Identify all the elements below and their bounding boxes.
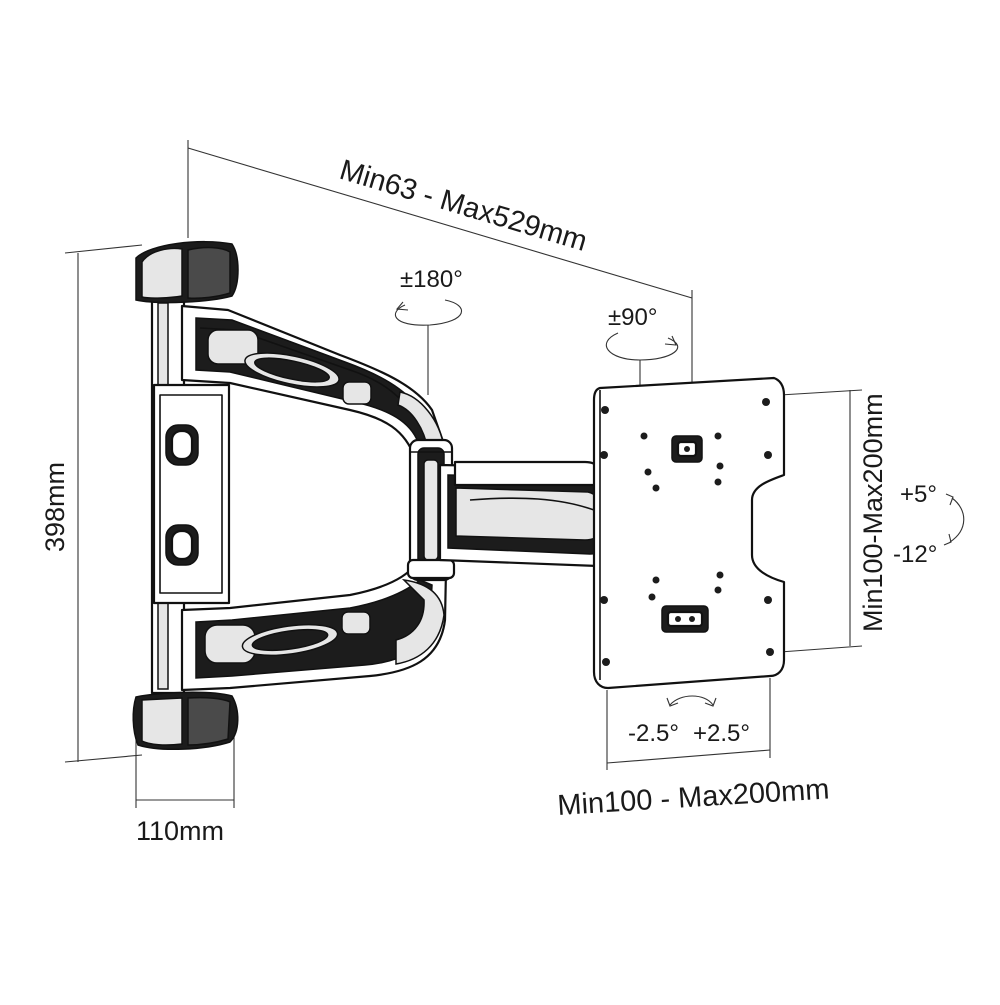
- tilt-up-label: +5°: [900, 481, 937, 508]
- vesa-vertical-label: Min100-Max200mm: [858, 393, 888, 632]
- height-label: 398mm: [40, 462, 70, 552]
- vesa-plate: [592, 376, 786, 690]
- vesa-vertical-dimension: Min100-Max200mm: [779, 389, 888, 653]
- upper-arm: [180, 304, 448, 460]
- vesa-horizontal-dimension: Min100 - Max200mm: [556, 678, 830, 822]
- head-swivel-indicator: ±90°: [605, 304, 679, 390]
- plate-width-dimension: 110mm: [135, 735, 235, 846]
- elbow-joint: [406, 438, 456, 582]
- tilt-indicator: +5° -12°: [893, 481, 965, 568]
- plate-width-label: 110mm: [136, 816, 224, 846]
- level-adjust-indicator: -2.5° +2.5°: [628, 695, 750, 747]
- arm-extension-label: Min63 - Max529mm: [336, 154, 591, 258]
- wall-plate: [132, 240, 239, 751]
- height-dimension: 398mm: [40, 244, 143, 763]
- forearm: [438, 460, 626, 568]
- lower-arm: [180, 563, 448, 692]
- head-swivel-label: ±90°: [608, 304, 657, 331]
- level-right-label: +2.5°: [693, 720, 750, 747]
- level-left-label: -2.5°: [628, 720, 679, 747]
- arm-swivel-label: ±180°: [400, 266, 463, 293]
- vesa-horizontal-label: Min100 - Max200mm: [556, 773, 830, 822]
- tilt-down-label: -12°: [893, 541, 937, 568]
- arm-swivel-indicator: ±180°: [394, 266, 463, 395]
